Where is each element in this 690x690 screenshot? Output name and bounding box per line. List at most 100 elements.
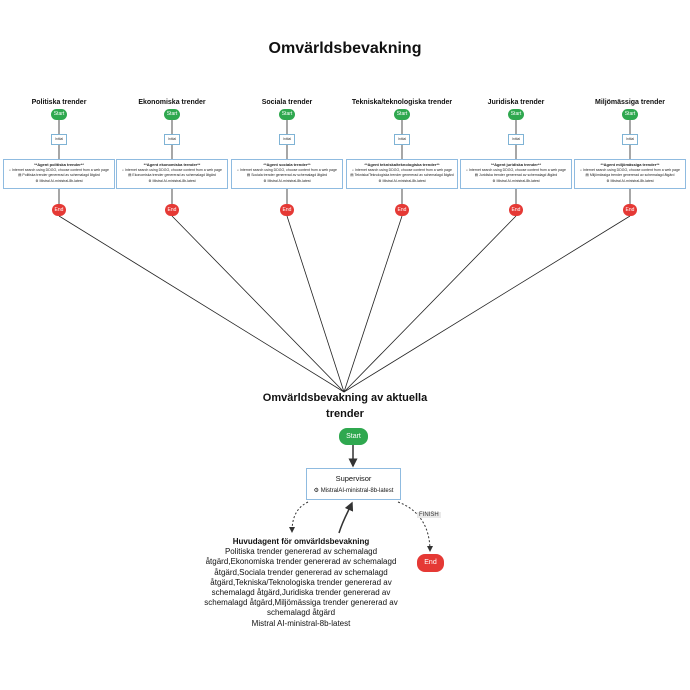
- search-icon: ⌕: [9, 167, 13, 172]
- agent-line-text: Internet search using DDGO, choose conte…: [469, 167, 566, 172]
- gear-icon: ⚙: [313, 488, 320, 494]
- end-node[interactable]: End: [165, 204, 179, 216]
- agent-line: ▤ Miljömässiga trender genererad av sche…: [575, 173, 685, 179]
- edge-column-end-to-overview: [171, 215, 345, 393]
- gear-icon: ⚙: [148, 178, 153, 183]
- agent-line: ⚙ Mistral AI-ministral-8b-latest: [461, 179, 571, 185]
- agent-line: ⚙ Mistral AI-ministral-8b-latest: [232, 179, 342, 185]
- start-node[interactable]: Start: [622, 109, 638, 120]
- agent-title: **Agent tekniska/teknologiska trender**: [364, 162, 440, 167]
- bottom-start-node[interactable]: Start: [339, 428, 368, 445]
- agent-line-text: Tekniska/Teknologiska trender genererad …: [354, 173, 454, 177]
- gear-icon: ⚙: [263, 178, 268, 183]
- edge-column-end-to-overview: [286, 215, 345, 393]
- start-node[interactable]: Start: [279, 109, 295, 120]
- bottom-title: Omvärldsbevakning av aktuella trender: [262, 392, 428, 420]
- agent-line-text: Mistral AI-ministral-8b-latest: [382, 178, 426, 183]
- finish-label: FINISH: [417, 512, 441, 518]
- end-node[interactable]: End: [395, 204, 409, 216]
- supervisor-node[interactable]: Supervisor ⚙ MistralAI-ministral-8b-late…: [306, 468, 401, 500]
- gear-icon: ⚙: [378, 178, 383, 183]
- agent-line: ⌕ Internet search using DDGO, choose con…: [232, 168, 342, 174]
- agent-title: **Agent juridiska trender**: [490, 162, 541, 167]
- agent-line: ▤ Politiska trender genererad av schemal…: [4, 173, 114, 179]
- edge-column-end-to-overview: [343, 215, 403, 393]
- start-node[interactable]: Start: [394, 109, 410, 120]
- huvudagent-text: Politiska trender genererad av schemalag…: [204, 547, 398, 618]
- agent-line: ⚙ Mistral AI-ministral-8b-latest: [4, 179, 114, 185]
- bottom-end-node[interactable]: End: [417, 554, 444, 572]
- end-node[interactable]: End: [623, 204, 637, 216]
- initial-node[interactable]: Initial: [394, 134, 410, 145]
- page-title: Omvärldsbevakning: [268, 40, 422, 57]
- supervisor-model: ⚙ MistralAI-ministral-8b-latest: [313, 488, 394, 494]
- gear-icon: ⚙: [492, 178, 497, 183]
- end-node[interactable]: End: [509, 204, 523, 216]
- edge-column-end-to-overview: [343, 215, 517, 393]
- start-node[interactable]: Start: [51, 109, 67, 120]
- agent-line: ⚙ Mistral AI-ministral-8b-latest: [117, 179, 227, 185]
- agent-node[interactable]: **Agent miljömässiga trender**⌕ Internet…: [574, 159, 686, 189]
- search-icon: ⌕: [580, 167, 584, 172]
- column-title: Miljömässiga trender: [594, 99, 666, 106]
- end-node[interactable]: End: [280, 204, 294, 216]
- agent-line-text: Mistral AI-ministral-8b-latest: [267, 178, 311, 183]
- document-icon: ▤: [128, 173, 133, 177]
- search-icon: ⌕: [466, 167, 470, 172]
- end-node[interactable]: End: [52, 204, 66, 216]
- agent-node[interactable]: **Agent juridiska trender** ⌕ Internet se…: [460, 159, 572, 189]
- agent-line: ⌕ Internet search using DDGO, choose con…: [4, 168, 114, 174]
- huvudagent-node[interactable]: Huvudagent för omvärldsbevakning Politis…: [196, 537, 406, 629]
- agent-node[interactable]: **Agent tekniska/teknologiska trender**⌕…: [346, 159, 458, 189]
- agent-line-text: Mistral AI-ministral-8b-latest: [610, 178, 654, 183]
- agent-line: ▤ Ekonomiska trender genererad av schema…: [117, 173, 227, 179]
- agent-line-text: Internet search using DDGO, choose conte…: [125, 167, 222, 172]
- agent-line-text: Internet search using DDGO, choose conte…: [12, 167, 109, 172]
- initial-node[interactable]: Initial: [279, 134, 295, 145]
- column-title: Tekniska/teknologiska trender: [351, 99, 453, 106]
- agent-line: ⚙ Mistral AI-ministral-8b-latest: [575, 179, 685, 185]
- column-title: Politiska trender: [31, 99, 87, 106]
- start-node[interactable]: Start: [164, 109, 180, 120]
- column-title: Ekonomiska trender: [138, 99, 206, 106]
- search-icon: ⌕: [237, 167, 241, 172]
- agent-node[interactable]: **Agent politiska trender**⌕ Internet se…: [3, 159, 115, 189]
- initial-node[interactable]: Initial: [508, 134, 524, 145]
- agent-line: ⌕ Internet search using DDGO, choose con…: [117, 168, 227, 174]
- agent-title: **Agent miljömässiga trender**: [600, 162, 660, 167]
- huvudagent-model: Mistral AI-ministral-8b-latest: [251, 618, 351, 628]
- agent-line-text: Internet search using DDGO, choose conte…: [583, 167, 680, 172]
- agent-line-text: Internet search using DDGO, choose conte…: [355, 167, 452, 172]
- agent-line-text: Internet search using DDGO, choose conte…: [240, 167, 337, 172]
- column-title: Juridiska trender: [487, 99, 545, 106]
- agent-title: **Agent politiska trender**: [34, 162, 84, 167]
- huvudagent-title: Huvudagent för omvärldsbevakning: [232, 537, 370, 546]
- initial-node[interactable]: Initial: [51, 134, 67, 145]
- document-icon: ▤: [350, 173, 355, 177]
- agent-line: ⌕ Internet search using DDGO, choose con…: [347, 168, 457, 174]
- document-icon: ▤: [585, 173, 590, 177]
- search-icon: ⌕: [122, 167, 126, 172]
- initial-node[interactable]: Initial: [164, 134, 180, 145]
- agent-line-text: Mistral AI-ministral-8b-latest: [496, 178, 540, 183]
- start-node[interactable]: Start: [508, 109, 524, 120]
- edge-supervisor-huvudagent: [289, 501, 309, 533]
- agent-node[interactable]: **Agent ekonomiska trender**⌕ Internet s…: [116, 159, 228, 189]
- agent-line-text: Juridiska trender genererad av schemalag…: [479, 173, 558, 177]
- agent-line: ▤ Sociala trender genererad av schemalag…: [232, 173, 342, 179]
- agent-line: ▤ Tekniska/Teknologiska trender generera…: [347, 173, 457, 179]
- agent-line-text: Miljömässiga trender genererad av schema…: [589, 173, 675, 177]
- document-icon: ▤: [474, 173, 480, 177]
- document-icon: ▤: [18, 173, 23, 177]
- edge-huvudagent-supervisor: [338, 501, 354, 534]
- agent-line-text: Mistral AI-ministral-8b-latest: [152, 178, 196, 183]
- agent-node[interactable]: **Agent sociala trender**⌕ Internet sear…: [231, 159, 343, 189]
- gear-icon: ⚙: [35, 178, 40, 183]
- gear-icon: ⚙: [606, 178, 611, 183]
- agent-line-text: Sociala trender genererad av schemalagd …: [251, 173, 328, 177]
- search-icon: ⌕: [352, 167, 356, 172]
- agent-line: ⌕ Internet search using DDGO, choose con…: [575, 168, 685, 174]
- agent-line-text: Mistral AI-ministral-8b-latest: [39, 178, 83, 183]
- initial-node[interactable]: Initial: [622, 134, 638, 145]
